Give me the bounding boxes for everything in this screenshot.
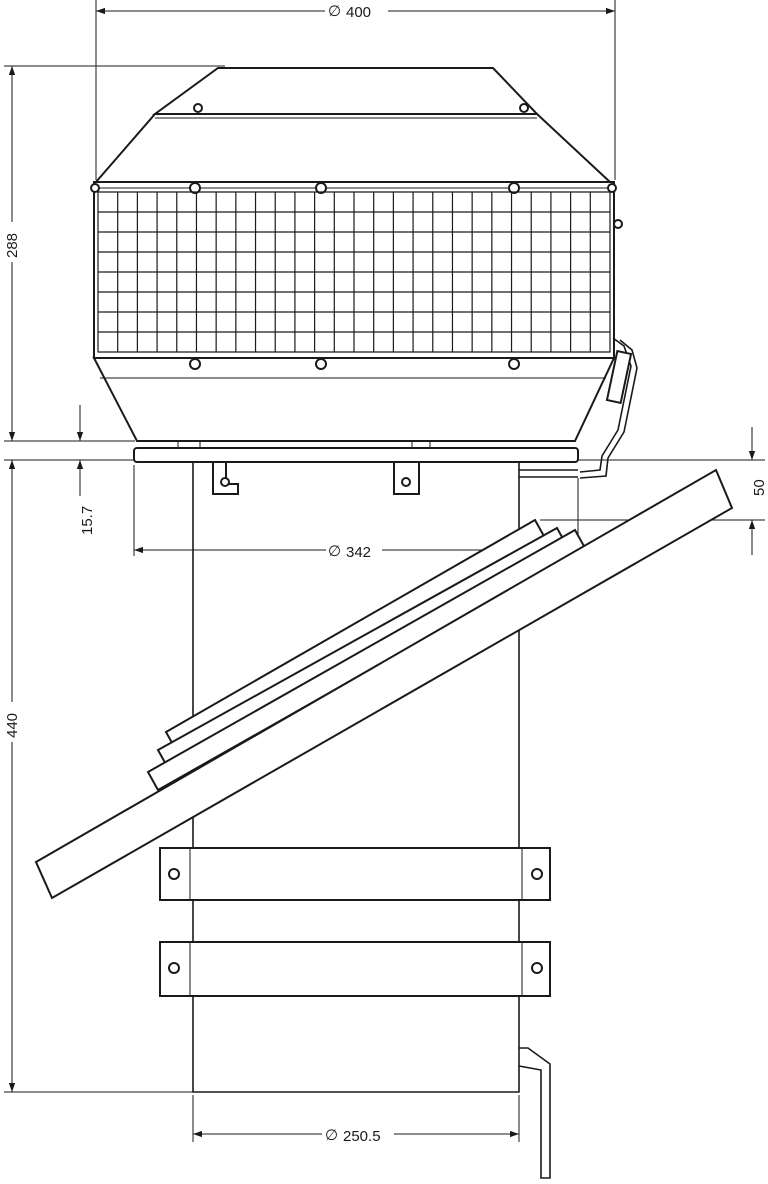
dim-label-flange-diameter: 342 [346, 544, 371, 561]
dim-label-top-width: 400 [346, 4, 371, 21]
roof-slope-adapter [34, 468, 734, 900]
dim-label-pipe-diameter: 250.5 [343, 1128, 381, 1145]
dim-label-diameter-symbol-342: ∅ [328, 543, 341, 560]
dim-label-offset-right: 50 [751, 479, 768, 496]
dim-label-diameter-symbol: ∅ [328, 3, 341, 20]
dimension-fan-height: 288 [3, 65, 225, 442]
base-flange [133, 441, 579, 495]
protective-grille [97, 191, 611, 353]
dim-label-fan-height: 288 [4, 233, 21, 258]
clamp-band-upper [159, 847, 551, 901]
dim-label-pipe-height: 440 [4, 713, 21, 738]
dimension-flange-gap: 15.7 [4, 405, 135, 535]
dimension-pipe-diameter: ∅ 250.5 [192, 1095, 520, 1145]
dim-label-flange-gap: 15.7 [79, 506, 96, 535]
dimension-flange-diameter: ∅ 342 [133, 465, 579, 561]
power-cable [579, 337, 638, 479]
clamp-band-lower [159, 941, 551, 997]
fan-housing [90, 67, 623, 442]
dim-label-diameter-symbol-250: ∅ [325, 1127, 338, 1144]
dimension-top-width: ∅ 400 [95, 0, 616, 180]
dimension-pipe-height: 440 [3, 460, 195, 1093]
